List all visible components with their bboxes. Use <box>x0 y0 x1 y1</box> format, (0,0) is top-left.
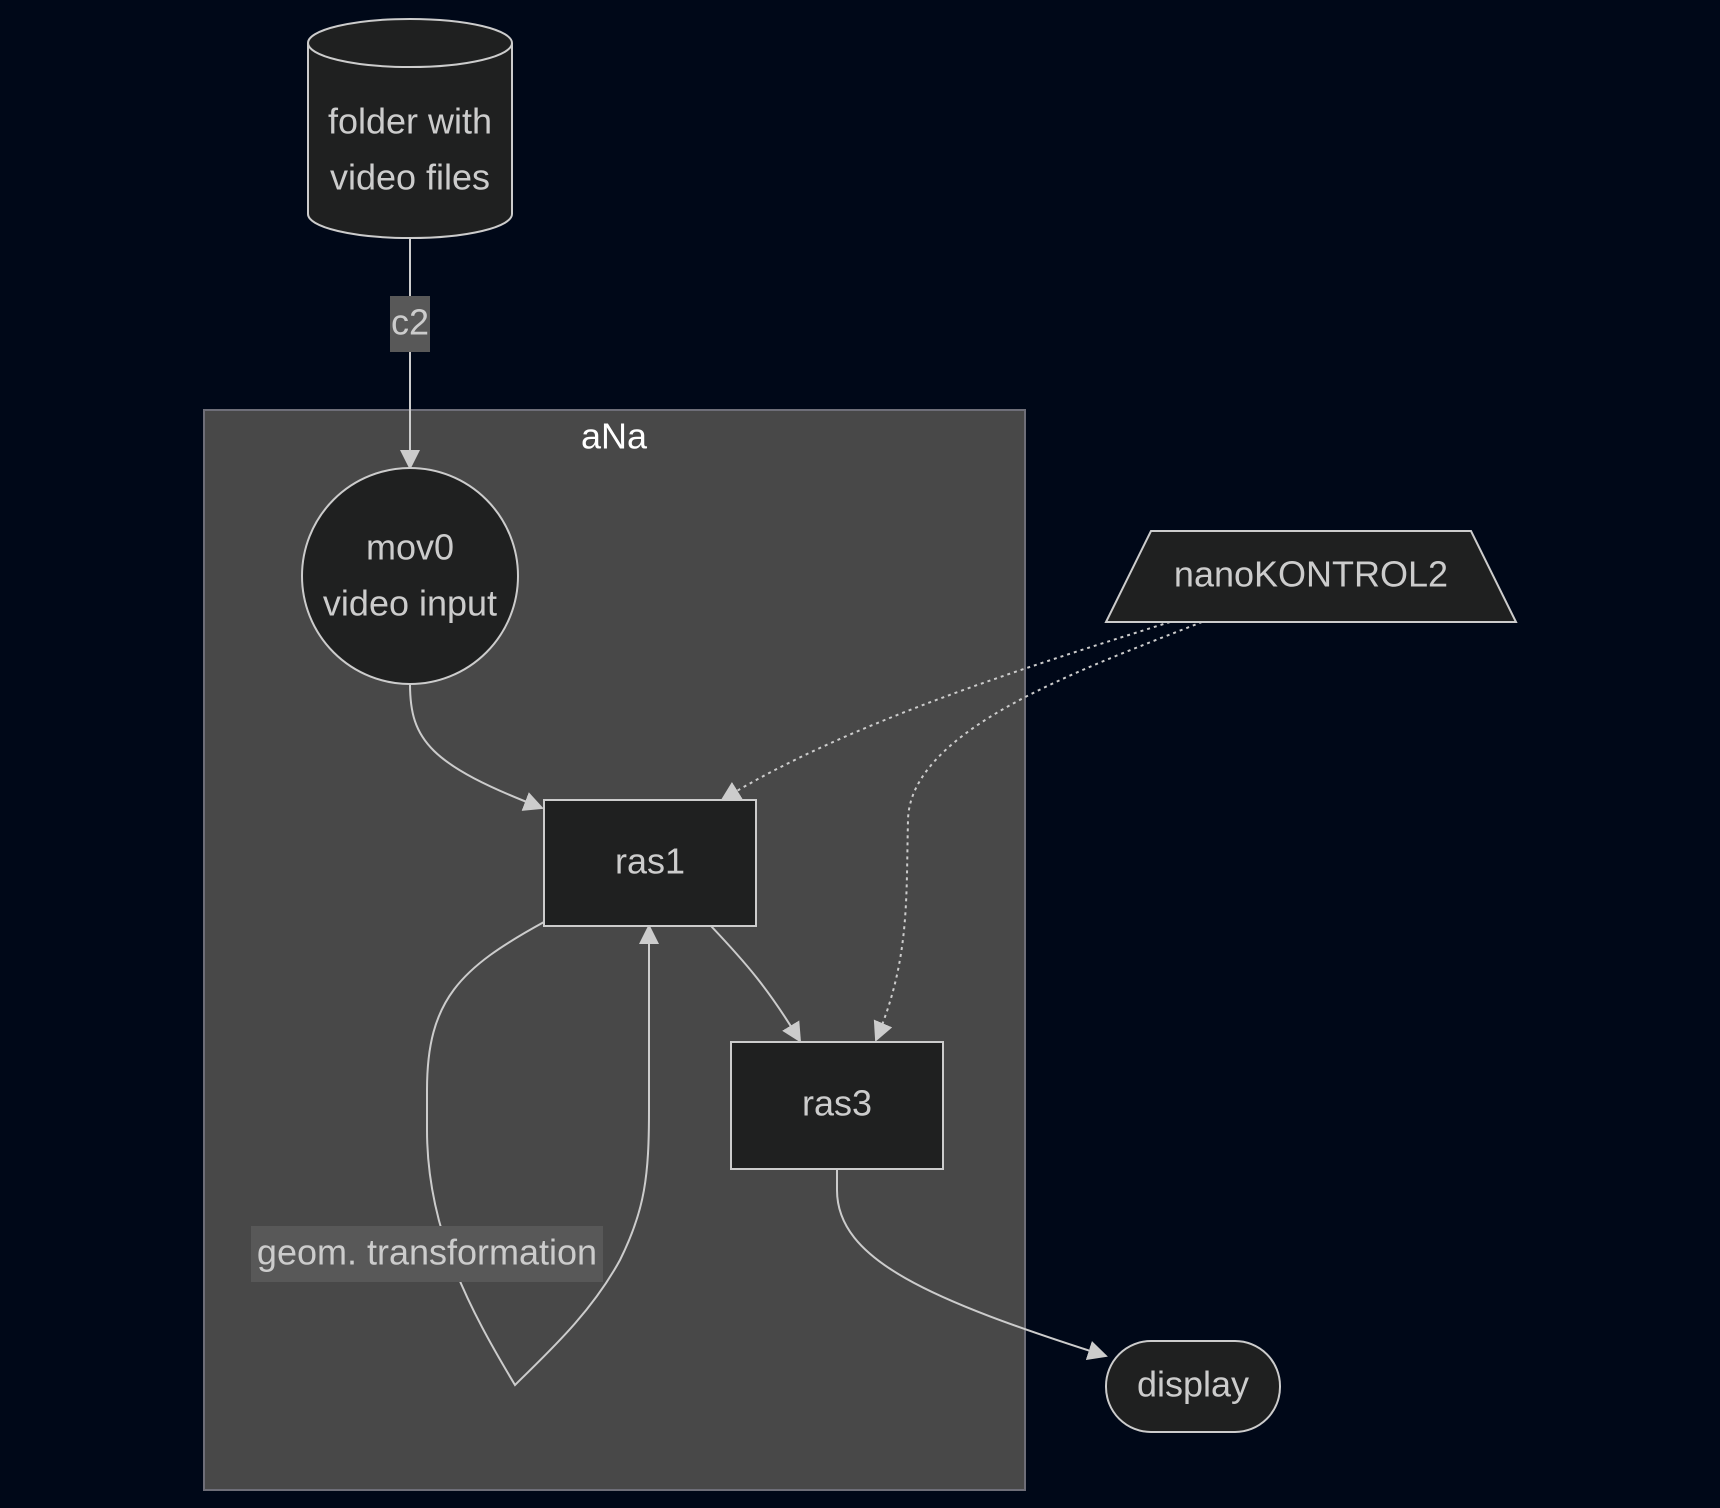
edge-label-c2: c2 <box>390 296 430 352</box>
node-folder-cylinder: folder with video files <box>307 18 513 239</box>
node-ras1-label: ras1 <box>615 841 685 882</box>
node-nano-label: nanoKONTROL2 <box>1174 554 1448 595</box>
node-ras1-box <box>543 799 757 927</box>
node-folder-label-line2: video files <box>330 157 490 198</box>
node-display-label: display <box>1137 1364 1249 1405</box>
edge-nano-to-ras1 <box>720 621 1171 802</box>
edge-ras1-to-ras3 <box>710 925 802 1043</box>
edge-ras3-to-display <box>836 1169 1108 1361</box>
node-ras1: ras1 <box>543 799 757 927</box>
node-ras3-label: ras3 <box>802 1083 872 1124</box>
node-nanokontrol2: nanoKONTROL2 <box>1104 530 1518 623</box>
edge-label-geom-bg <box>251 1226 603 1282</box>
cluster-ana-label: aNa <box>581 416 648 457</box>
node-nano-trapezoid <box>1104 530 1518 623</box>
edge-label-c2-bg <box>390 296 430 352</box>
cylinder-top <box>307 18 513 68</box>
node-display-stadium <box>1105 1340 1281 1433</box>
edge-label-geom-transformation: geom. transformation <box>251 1226 603 1282</box>
node-display: display <box>1105 1340 1281 1433</box>
edge-nano-to-ras3 <box>873 621 1203 1042</box>
node-mov0: mov0 video input <box>301 467 519 685</box>
node-folder-label-line1: folder with <box>328 101 492 142</box>
edge-ras1-self-loop <box>426 921 659 1387</box>
edges <box>400 237 1203 1387</box>
edge-label-c2-text: c2 <box>391 302 429 343</box>
node-ras3-box <box>730 1041 944 1170</box>
node-ras3: ras3 <box>730 1041 944 1170</box>
cylinder-body <box>307 43 513 239</box>
node-mov0-label-line2: video input <box>323 583 497 624</box>
node-mov0-label-line1: mov0 <box>366 527 454 568</box>
edge-mov0-to-ras1 <box>409 683 544 811</box>
node-mov0-circle <box>301 467 519 685</box>
edge-label-geom-text: geom. transformation <box>257 1232 597 1273</box>
